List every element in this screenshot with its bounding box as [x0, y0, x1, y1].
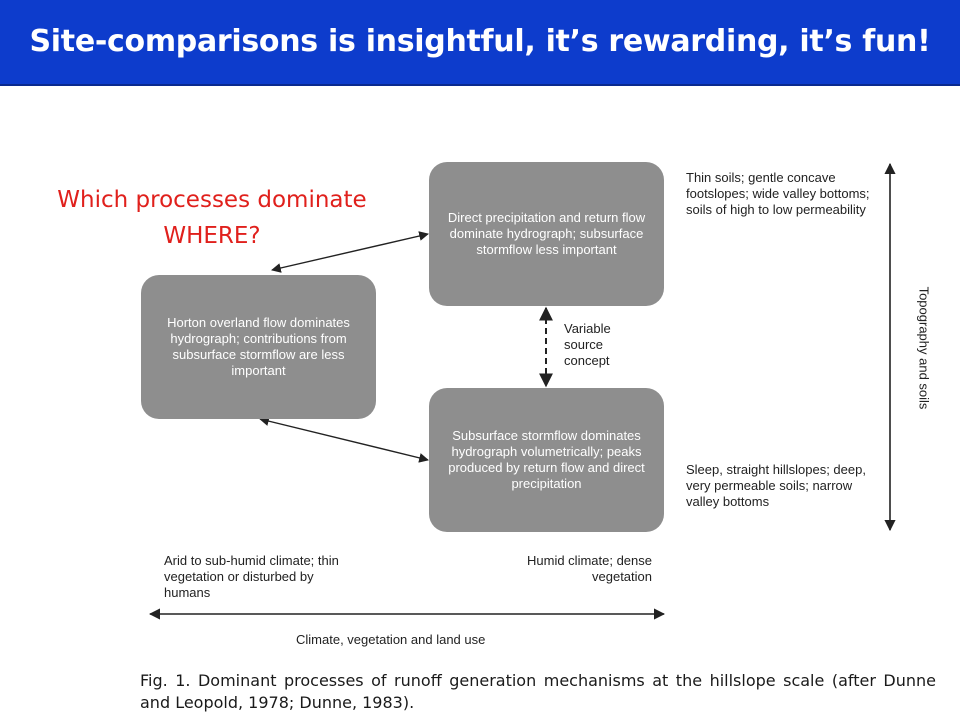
variable-source-label: Variable source concept: [564, 321, 611, 368]
box-subsurface-stormflow: Subsurface stormflow dominates hydrograp…: [429, 388, 664, 532]
note-arid-climate: Arid to sub-humid climate; thin vegetati…: [164, 553, 339, 600]
question-line-2: WHERE?: [163, 223, 261, 249]
slide-title: Site-comparisons is insightful, it’s rew…: [29, 24, 931, 59]
note-steep-hillslopes: Sleep, straight hillslopes; deep, very p…: [686, 462, 866, 509]
figure-caption: Fig. 1. Dominant processes of runoff gen…: [140, 671, 936, 712]
question-text: Which processes dominate WHERE?: [26, 182, 398, 254]
box-horton-overland-flow: Horton overland flow dominates hydrograp…: [141, 275, 376, 419]
note-humid-climate: Humid climate; dense vegetation: [527, 553, 652, 584]
box-direct-precipitation: Direct precipitation and return flow dom…: [429, 162, 664, 306]
x-axis-label: Climate, vegetation and land use: [296, 632, 486, 647]
title-bar: [0, 0, 960, 86]
note-thin-soils: Thin soils; gentle concave footslopes; w…: [686, 170, 870, 217]
question-line-1: Which processes dominate: [57, 187, 367, 213]
y-axis-label: Topography and soils: [916, 286, 932, 410]
arrow-horton-subsurface: [259, 416, 429, 463]
arrow-horton-direct: [271, 231, 429, 273]
